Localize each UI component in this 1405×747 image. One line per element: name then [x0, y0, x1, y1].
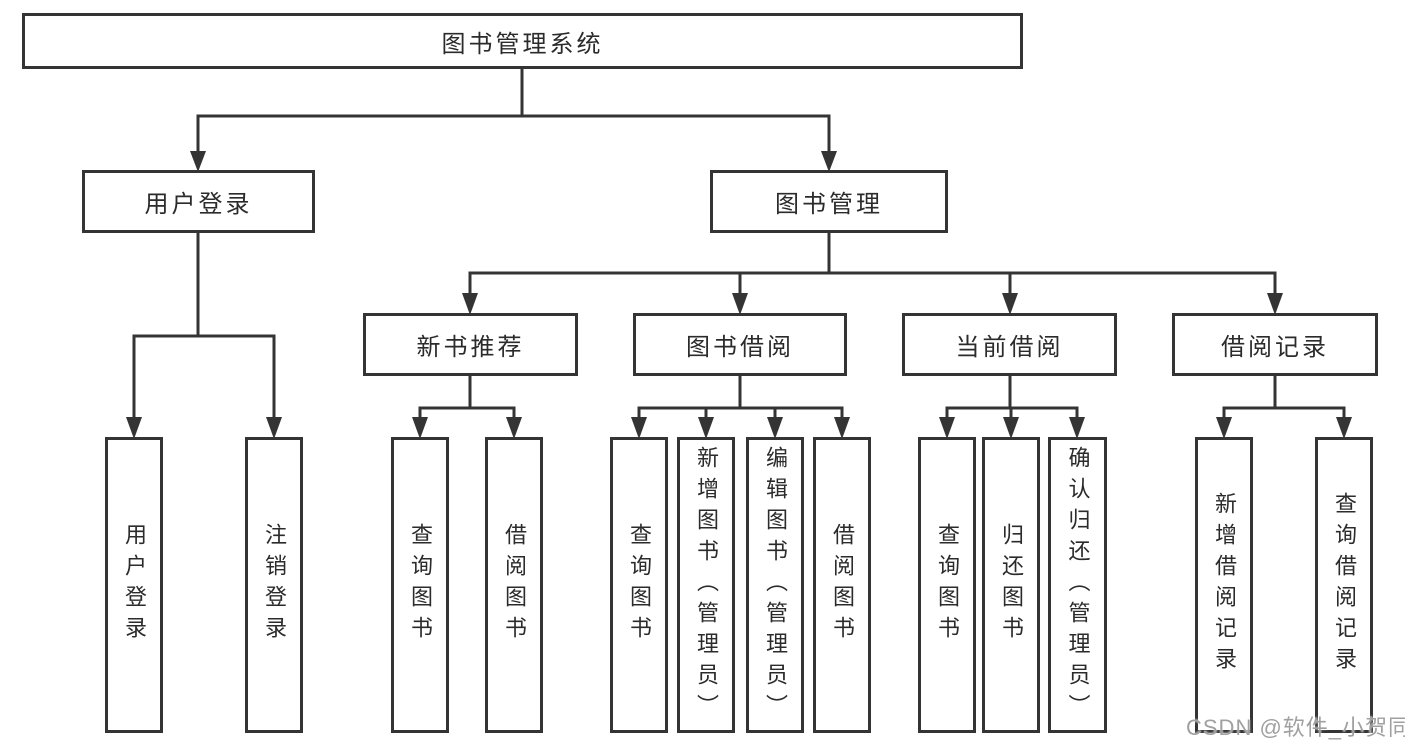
leaf-borrow-books-recommend: 借阅图书	[485, 437, 543, 733]
leaf-user-login: 用户登录	[105, 437, 163, 733]
node-label: 查询图书	[935, 523, 960, 647]
node-label: 查询图书	[408, 523, 433, 647]
node-book-borrow: 图书借阅	[633, 313, 847, 376]
connector-root-to-level2	[190, 67, 837, 172]
connector-new-book-children	[412, 374, 522, 439]
leaf-logout: 注销登录	[245, 437, 303, 733]
node-label: 图书管理系统	[441, 30, 604, 58]
node-label: 用户登录	[144, 191, 253, 218]
node-label: 查询图书	[627, 523, 652, 647]
leaf-query-books-recommend: 查询图书	[391, 437, 449, 733]
leaf-borrow-books: 借阅图书	[813, 437, 871, 733]
leaf-query-books-current: 查询图书	[918, 437, 976, 733]
connector-book-management-children	[462, 230, 1283, 315]
node-borrow-records: 借阅记录	[1172, 313, 1378, 376]
leaf-return-books: 归还图书	[982, 437, 1040, 733]
connector-book-borrow-children	[631, 374, 850, 439]
node-label: 归还图书	[999, 523, 1024, 647]
leaf-add-borrow-record: 新增借阅记录	[1195, 437, 1253, 733]
node-book-management: 图书管理	[710, 170, 948, 233]
leaf-confirm-return-admin: 确认归还（管理员）	[1048, 437, 1107, 733]
connector-borrow-record-children	[1216, 374, 1352, 439]
node-label: 图书管理	[775, 191, 883, 218]
leaf-query-books-borrow: 查询图书	[610, 437, 668, 733]
node-user-login: 用户登录	[82, 170, 315, 233]
node-label: 新增借阅记录	[1212, 492, 1237, 678]
node-label: 用户登录	[122, 523, 147, 647]
node-label: 借阅图书	[830, 523, 855, 647]
node-label: 查询借阅记录	[1332, 492, 1357, 678]
node-label: 借阅记录	[1221, 334, 1329, 361]
node-label: 借阅图书	[502, 523, 527, 647]
leaf-edit-books-admin: 编辑图书（管理员）	[746, 437, 804, 733]
node-system-root: 图书管理系统	[22, 13, 1023, 69]
leaf-add-books-admin: 新增图书（管理员）	[677, 437, 735, 733]
node-label: 新增图书（管理员）	[694, 445, 719, 725]
node-label: 图书借阅	[686, 334, 794, 361]
node-label: 注销登录	[262, 523, 287, 647]
node-label: 当前借阅	[955, 334, 1064, 361]
node-label: 确认归还（管理员）	[1065, 445, 1091, 725]
node-current-borrow: 当前借阅	[902, 313, 1117, 376]
connector-current-borrow-children	[939, 374, 1085, 439]
watermark-text: CSDN @软件_小贺同学	[1186, 715, 1405, 740]
node-new-book-recommend: 新书推荐	[363, 313, 578, 376]
leaf-query-borrow-record: 查询借阅记录	[1315, 437, 1373, 733]
connector-user-login-children	[126, 230, 282, 439]
node-label: 新书推荐	[416, 334, 525, 361]
node-label: 编辑图书（管理员）	[763, 445, 788, 725]
